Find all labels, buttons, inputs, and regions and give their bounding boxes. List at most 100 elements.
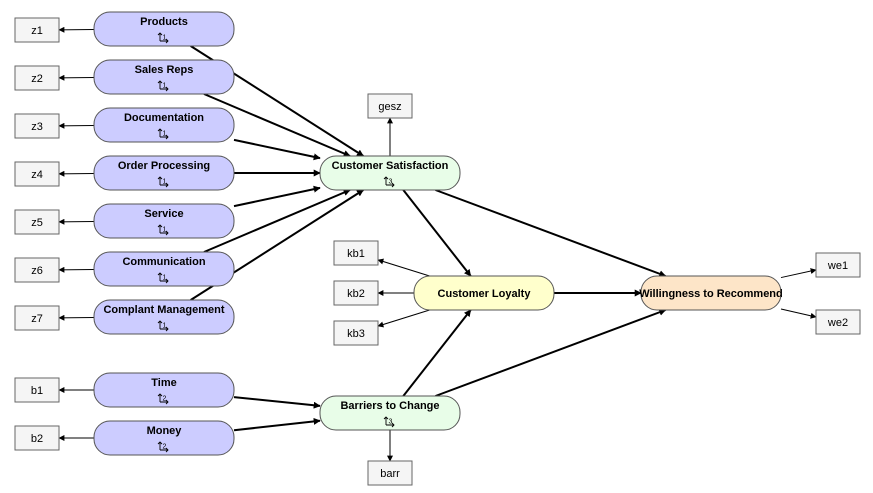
- construct-label: Service: [144, 208, 183, 220]
- construct-label: Complant Management: [103, 304, 224, 316]
- indicator-label: z5: [31, 217, 43, 229]
- indicator-count: 1: [163, 275, 167, 282]
- construct-shape: [93, 251, 235, 287]
- indicator-label: z2: [31, 73, 43, 85]
- indicator-shape: [367, 93, 413, 119]
- indicator-we2[interactable]: we2: [815, 309, 861, 335]
- indicator-shape: [14, 161, 60, 187]
- indicator-count-icon: 1: [157, 224, 169, 236]
- path-sales-reps-to-customer-satisfaction: [203, 93, 351, 157]
- indicator-kb2[interactable]: kb2: [333, 280, 379, 306]
- indicator-label: we1: [827, 260, 848, 272]
- construct-shape: [93, 59, 235, 95]
- indicator-shape: [14, 113, 60, 139]
- indicator-label: kb2: [347, 288, 365, 300]
- construct-barriers-to-change[interactable]: Barriers to Change 3: [319, 395, 461, 431]
- indicator-we1[interactable]: we1: [815, 252, 861, 278]
- indicator-label: b2: [31, 433, 43, 445]
- construct-products[interactable]: Products 1: [93, 11, 235, 47]
- indicator-count-icon: 1: [157, 80, 169, 92]
- construct-shape: [93, 299, 235, 335]
- indicator-z5[interactable]: z5: [14, 209, 60, 235]
- construct-shape: [93, 107, 235, 143]
- construct-label: Sales Reps: [135, 64, 194, 76]
- indicator-count-icon: 3: [383, 416, 395, 428]
- indicator-count: 3: [389, 419, 393, 426]
- construct-label: Products: [140, 16, 188, 28]
- construct-label: Barriers to Change: [340, 400, 439, 412]
- indicator-kb3[interactable]: kb3: [333, 320, 379, 346]
- construct-time[interactable]: Time 2: [93, 372, 235, 408]
- indicator-kb1[interactable]: kb1: [333, 240, 379, 266]
- indicator-barr[interactable]: barr: [367, 460, 413, 486]
- construct-label: Order Processing: [118, 160, 210, 172]
- indicator-shape: [14, 209, 60, 235]
- indicator-count-icon: 1: [157, 320, 169, 332]
- construct-shape: [93, 155, 235, 191]
- indicator-count-icon: 3: [383, 176, 395, 188]
- indicator-label: z3: [31, 121, 43, 133]
- path-money-to-barriers-to-change: [233, 417, 321, 432]
- construct-complaint-management[interactable]: Complant Management 1: [93, 299, 235, 335]
- indicator-shape: [14, 65, 60, 91]
- construct-shape: [413, 275, 555, 311]
- indicator-z2[interactable]: z2: [14, 65, 60, 91]
- construct-sales-reps[interactable]: Sales Reps 1: [93, 59, 235, 95]
- indicator-z6[interactable]: z6: [14, 257, 60, 283]
- indicator-shape: [14, 17, 60, 43]
- indicator-shape: [14, 257, 60, 283]
- path-customer-satisfaction-to-customer-loyalty: [402, 189, 472, 277]
- indicator-count-icon: 2: [157, 441, 169, 453]
- indicator-z3[interactable]: z3: [14, 113, 60, 139]
- construct-willingness-to-recommend[interactable]: Willingness to Recommend: [639, 275, 783, 311]
- indicator-shape: [14, 305, 60, 331]
- construct-service[interactable]: Service 1: [93, 203, 235, 239]
- indicator-count-icon: 1: [157, 176, 169, 188]
- indicator-label: we2: [827, 317, 848, 329]
- indicator-shape: [815, 252, 861, 278]
- construct-shape: [93, 420, 235, 456]
- indicator-gesz[interactable]: gesz: [367, 93, 413, 119]
- indicator-z7[interactable]: z7: [14, 305, 60, 331]
- construct-money[interactable]: Money 2: [93, 420, 235, 456]
- construct-order-processing[interactable]: Order Processing 1: [93, 155, 235, 191]
- indicator-b1[interactable]: b1: [14, 377, 60, 403]
- indicator-z1[interactable]: z1: [14, 17, 60, 43]
- indicator-shape: [14, 377, 60, 403]
- construct-shape: [319, 395, 461, 431]
- indicator-label: gesz: [378, 101, 401, 113]
- construct-label: Documentation: [124, 112, 204, 124]
- indicator-z4[interactable]: z4: [14, 161, 60, 187]
- indicator-shape: [333, 280, 379, 306]
- construct-communication[interactable]: Communication 1: [93, 251, 235, 287]
- indicator-label: barr: [380, 468, 400, 480]
- construct-label: Money: [147, 425, 183, 437]
- indicator-count-icon: 1: [157, 128, 169, 140]
- path-communication-to-customer-satisfaction: [203, 189, 351, 253]
- measurement-willingness-to-recommend-to-we2: [780, 308, 817, 319]
- indicator-count: 1: [163, 323, 167, 330]
- construct-label: Time: [151, 377, 176, 389]
- construct-shape: [93, 372, 235, 408]
- indicator-count-icon: 1: [157, 272, 169, 284]
- indicator-label: b1: [31, 385, 43, 397]
- construct-label: Communication: [122, 256, 205, 268]
- indicator-count: 1: [163, 227, 167, 234]
- indicator-shape: [333, 240, 379, 266]
- construct-documentation[interactable]: Documentation 1: [93, 107, 235, 143]
- indicator-b2[interactable]: b2: [14, 425, 60, 451]
- construct-shape: [319, 155, 461, 191]
- indicator-shape: [367, 460, 413, 486]
- indicator-label: z1: [31, 25, 43, 37]
- indicator-label: kb1: [347, 248, 365, 260]
- construct-customer-loyalty[interactable]: Customer Loyalty: [413, 275, 555, 311]
- indicator-count: 1: [163, 35, 167, 42]
- path-barriers-to-change-to-customer-loyalty: [402, 309, 472, 397]
- construct-shape: [640, 275, 782, 311]
- indicator-count-icon: 2: [157, 393, 169, 405]
- indicator-shape: [333, 320, 379, 346]
- indicator-label: z7: [31, 313, 43, 325]
